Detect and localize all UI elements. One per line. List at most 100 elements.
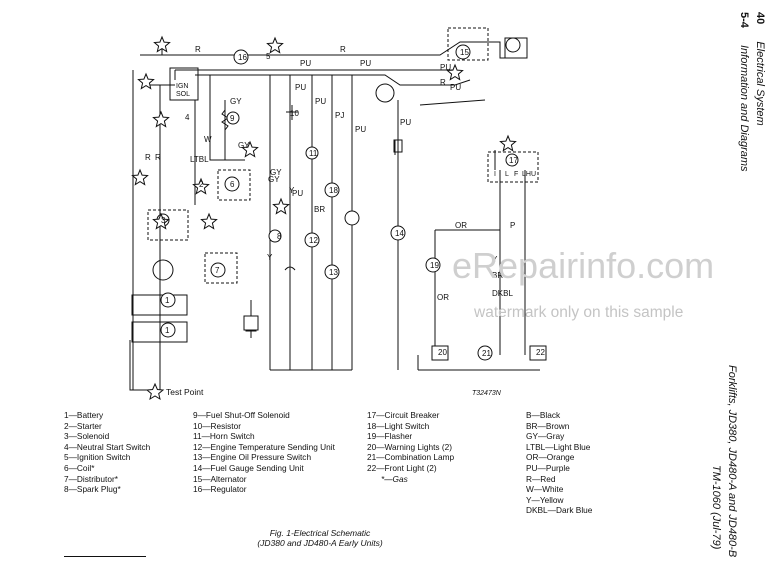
wire-label: R — [440, 78, 446, 87]
legend-item: 21—Combination Lamp — [367, 452, 455, 463]
wire-label: R — [195, 45, 201, 54]
switch-terminal-label: I — [494, 171, 496, 178]
wire-label: Y — [289, 186, 295, 195]
component-number: 11 — [309, 149, 318, 158]
switch-terminal-label: LHU — [522, 171, 536, 178]
caption-line-2: (JD380 and JD480-A Early Units) — [257, 538, 383, 548]
component-number: 1 — [165, 296, 170, 305]
footer-right-2: TM-1060 (Jul-79) — [710, 465, 722, 549]
legend-item: 2—Starter — [64, 420, 102, 431]
model-line: Forklifts, JD380, JD480-A and JD480-B — [726, 365, 738, 558]
component-number: 20 — [438, 348, 447, 357]
legend-item: 13—Engine Oil Pressure Switch — [193, 452, 312, 463]
wire-label: BR — [492, 271, 503, 280]
component-number: 3 — [161, 216, 166, 225]
component-number: 18 — [329, 186, 338, 195]
test-point-star-icon — [192, 177, 210, 195]
legend-item: PU—Purple — [526, 462, 570, 473]
legend-item: 17—Circuit Breaker — [367, 410, 440, 420]
legend-item: 5—Ignition Switch — [64, 452, 131, 463]
legend-item: Y—Yellow — [526, 494, 564, 505]
legend-item: 1—Battery — [64, 410, 104, 420]
component-number: 1 — [165, 326, 170, 335]
legend-col-4: B—Black BR—Brown GY—Gray LTBL—Light Blue… — [526, 410, 592, 516]
watermark-text: watermark only on this sample — [474, 304, 684, 321]
wire-label: PU — [360, 59, 371, 68]
legend-item: 15—Alternator — [193, 473, 247, 484]
test-point-star-icon — [200, 212, 218, 230]
component-number: 8 — [277, 232, 282, 241]
switch-terminal-label: IGN — [176, 83, 188, 90]
legend-item: B—Black — [526, 410, 561, 420]
component-number: 22 — [536, 348, 545, 357]
test-point-star-icon — [446, 63, 464, 81]
legend-item: GY—Gray — [526, 431, 565, 442]
wire-label: R — [340, 45, 346, 54]
page-number: 40 — [754, 12, 766, 25]
legend-col-2: 9—Fuel Shut-Off Solenoid 10—Resistor 11—… — [193, 410, 335, 495]
test-point-star-icon — [153, 35, 171, 53]
wire-label: PU — [440, 63, 451, 72]
wire-label: PU — [450, 83, 461, 92]
legend-item: W—White — [526, 484, 564, 495]
component-number: 10 — [290, 109, 299, 118]
figure-code: T32473N — [472, 390, 502, 397]
legend-col-3: 17—Circuit Breaker 18—Light Switch 19—Fl… — [367, 410, 454, 484]
legend-item: 22—Front Light (2) — [367, 462, 437, 473]
test-point-star-icon — [145, 382, 165, 401]
switch-terminal-label: L — [505, 171, 509, 178]
component-number: 12 — [309, 236, 318, 245]
footer-right: Forklifts, JD380, JD480-A and JD480-B — [726, 365, 738, 557]
wire-label: R — [145, 153, 151, 162]
header-right: 40 Electrical System — [754, 12, 766, 126]
legend-item: LTBL—Light Blue — [526, 441, 591, 452]
legend-item: 11—Horn Switch — [193, 431, 255, 442]
header-right-2: 5-4 Information and Diagrams — [738, 12, 750, 172]
test-point-star-icon — [266, 36, 284, 54]
tm-line: TM-1060 (Jul-79) — [710, 465, 722, 550]
legend-col-1: 1—Battery 2—Starter 3—Solenoid 4—Neutral… — [64, 410, 150, 495]
wire-label: OR — [437, 293, 449, 302]
wire-label: GY — [230, 97, 242, 106]
legend-item: 19—Flasher — [367, 431, 413, 442]
wire-label: PU — [315, 97, 326, 106]
component-number: 15 — [460, 48, 469, 57]
wire-label: GY — [268, 175, 280, 184]
legend-item: 6—Coil* — [64, 462, 95, 473]
test-point-label: Test Point — [166, 387, 204, 397]
component-number: 6 — [230, 180, 235, 189]
test-point-star-icon — [152, 110, 170, 128]
component-circles — [156, 37, 547, 361]
legend-item: 18—Light Switch — [367, 420, 430, 431]
test-point-star-icon — [137, 72, 155, 90]
component-number: 17 — [509, 156, 518, 165]
test-point-star-icon — [272, 197, 290, 215]
legend-item: 4—Neutral Start Switch — [64, 441, 151, 452]
test-point-star-icon — [152, 212, 170, 230]
wire-label: Y — [492, 255, 498, 264]
wire-label: PU — [300, 59, 311, 68]
wire-label: GY — [270, 168, 282, 177]
legend-item: 8—Spark Plug* — [64, 484, 121, 495]
wire-label: OR — [455, 221, 467, 230]
switch-terminal-label: SOL — [176, 91, 190, 98]
test-point-stars — [131, 35, 517, 230]
wire-label: PU — [400, 118, 411, 127]
component-number: 9 — [230, 114, 235, 123]
switch-terminal-label: F — [514, 171, 518, 178]
legend-item: 9—Fuel Shut-Off Solenoid — [193, 410, 290, 420]
legend-item: BR—Brown — [526, 420, 570, 431]
wire-label: LTBL — [190, 155, 209, 164]
wire-label: R — [155, 153, 161, 162]
legend-item: 12—Engine Temperature Sending Unit — [193, 441, 335, 452]
wire-label: PJ — [335, 111, 344, 120]
component-number: 13 — [329, 268, 338, 277]
caption-line-1: Fig. 1-Electrical Schematic — [269, 528, 371, 538]
component-number: 5 — [266, 52, 271, 61]
header-subtitle: Information and Diagrams — [738, 44, 750, 172]
component-number: 16 — [238, 53, 247, 62]
legend-item: R—Red — [526, 473, 556, 484]
wire-label: GY — [238, 141, 250, 150]
header-title: Electrical System — [754, 41, 766, 126]
figure-caption: Fig. 1-Electrical Schematic (JD380 and J… — [235, 528, 405, 548]
